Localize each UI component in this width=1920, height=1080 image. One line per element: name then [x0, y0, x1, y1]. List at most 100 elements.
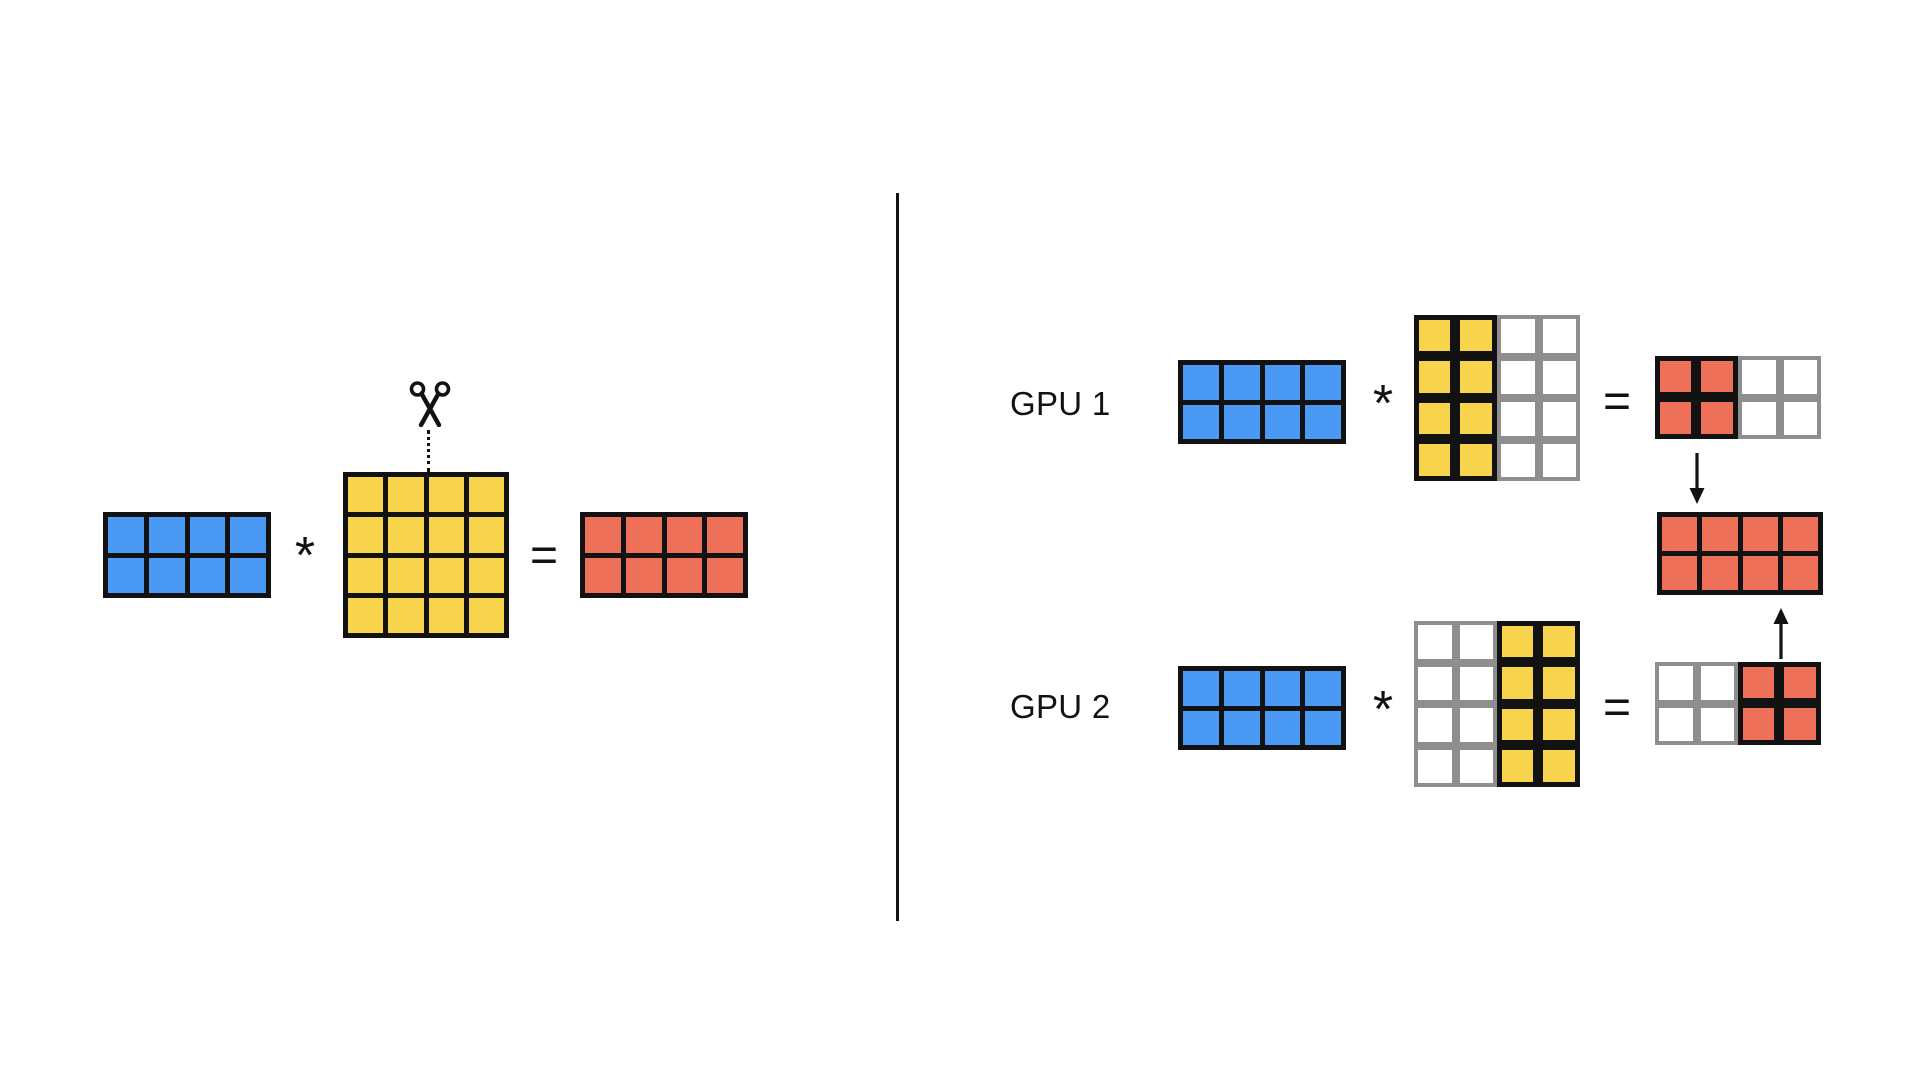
matrix-cell [1782, 517, 1818, 551]
matrix-cell-owned [1455, 439, 1497, 481]
matrix-cell-remote [1497, 356, 1539, 398]
sharded-matmul-panel: GPU 1 * = [896, 0, 1920, 1080]
matrix-cell-remote [1497, 315, 1539, 357]
matrix-cell-remote [1779, 397, 1821, 439]
matrix-cell [348, 477, 384, 513]
matrix-cell-remote [1497, 398, 1539, 440]
matrix-cell [428, 517, 464, 553]
matrix-cell-remote [1779, 356, 1821, 398]
matrix-cell [625, 517, 662, 553]
matrix-cell [1183, 365, 1219, 400]
matrix-cell [230, 517, 266, 553]
matrix-cell-owned [1779, 661, 1821, 703]
matrix-cell [1662, 556, 1698, 590]
matrix-cell-remote [1538, 356, 1580, 398]
matrix-cell [1305, 710, 1341, 745]
matrix-cell [348, 557, 384, 593]
matrix-cell-owned [1496, 745, 1538, 787]
cut-dotted-line [427, 430, 430, 472]
unsharded-matmul-panel: * = [0, 0, 896, 1080]
gpu1-input-activations [1178, 360, 1346, 444]
matrix-cell-remote [1738, 356, 1780, 398]
matrix-cell-owned [1413, 397, 1455, 439]
gpu2-equals-operator: = [1602, 681, 1632, 734]
gpu2-weight-shard [1414, 620, 1582, 789]
matrix-cell-remote [1414, 662, 1456, 704]
matrix-cell-owned [1538, 745, 1580, 787]
matrix-cell [1662, 517, 1698, 551]
matrix-cell [1264, 365, 1301, 400]
matrix-cell-remote [1414, 704, 1456, 746]
matrix-cell [707, 517, 743, 553]
matrix-cell [189, 557, 226, 593]
matrix-cell [468, 557, 504, 593]
gpu-2-label: GPU 2 [1010, 688, 1111, 725]
matrix-cell-remote [1696, 662, 1738, 704]
matrix-cell-remote [1655, 703, 1697, 745]
matrix-cell [1742, 556, 1778, 590]
matrix-cell [1223, 710, 1260, 745]
matrix-cell [1305, 365, 1341, 400]
matrix-cell-remote [1538, 398, 1580, 440]
matrix-cell-owned [1455, 314, 1497, 356]
gpu1-partial-output [1654, 355, 1823, 441]
gpu2-to-merged-arrow [1773, 608, 1789, 659]
matrix-cell-owned [1538, 703, 1580, 745]
matrix-cell-remote [1414, 621, 1456, 663]
matrix-cell-owned [1496, 662, 1538, 704]
matrix-cell-remote [1455, 662, 1497, 704]
matrix-cell [468, 477, 504, 513]
matrix-cell [468, 517, 504, 553]
matrix-cell-remote [1497, 439, 1539, 481]
matrix-cell [189, 517, 226, 553]
matrix-cell [468, 597, 504, 633]
matrix-cell [388, 557, 424, 593]
matrix-cell [625, 557, 662, 593]
matrix-cell [1305, 671, 1341, 706]
matrix-cell [1223, 404, 1260, 439]
matrix-cell-owned [1538, 662, 1580, 704]
matrix-cell [1264, 710, 1301, 745]
matrix-cell-owned [1413, 439, 1455, 481]
matrix-cell-remote [1538, 315, 1580, 357]
matrix-cell-remote [1655, 662, 1697, 704]
matrix-cell [428, 477, 464, 513]
gpu2-multiply-operator: * [1372, 681, 1394, 739]
matrix-cell-remote [1538, 439, 1580, 481]
matrix-cell-remote [1455, 745, 1497, 787]
matrix-cell-owned [1696, 397, 1738, 439]
concatenated-output [1657, 512, 1823, 595]
matrix-cell-owned [1413, 314, 1455, 356]
equals-operator: = [529, 529, 559, 582]
matrix-cell-owned [1737, 661, 1779, 703]
matrix-cell [388, 477, 424, 513]
input-activations [103, 512, 271, 598]
matrix-cell [1183, 710, 1219, 745]
matrix-cell [230, 557, 266, 593]
matrix-cell [428, 557, 464, 593]
gpu2-input-activations [1178, 666, 1346, 750]
matrix-cell [148, 557, 185, 593]
matrix-cell-owned [1654, 397, 1696, 439]
matrix-cell-owned [1496, 620, 1538, 662]
matrix-cell [666, 517, 703, 553]
matrix-cell [428, 597, 464, 633]
gpu1-weight-shard [1413, 314, 1582, 483]
matrix-cell-remote [1455, 621, 1497, 663]
matrix-cell-owned [1696, 355, 1738, 397]
matrix-cell [148, 517, 185, 553]
matrix-cell [1223, 365, 1260, 400]
matrix-cell [348, 597, 384, 633]
matrix-cell [707, 557, 743, 593]
matrix-cell [1183, 404, 1219, 439]
matrix-cell-owned [1496, 703, 1538, 745]
matrix-cell [1183, 671, 1219, 706]
matrix-cell [585, 557, 621, 593]
matrix-cell [1782, 556, 1818, 590]
matrix-cell [388, 597, 424, 633]
weight-matrix [343, 472, 509, 638]
matrix-cell [1305, 404, 1341, 439]
gpu1-to-merged-arrow [1689, 453, 1705, 504]
matrix-cell [1264, 671, 1301, 706]
matrix-cell-owned [1538, 620, 1580, 662]
